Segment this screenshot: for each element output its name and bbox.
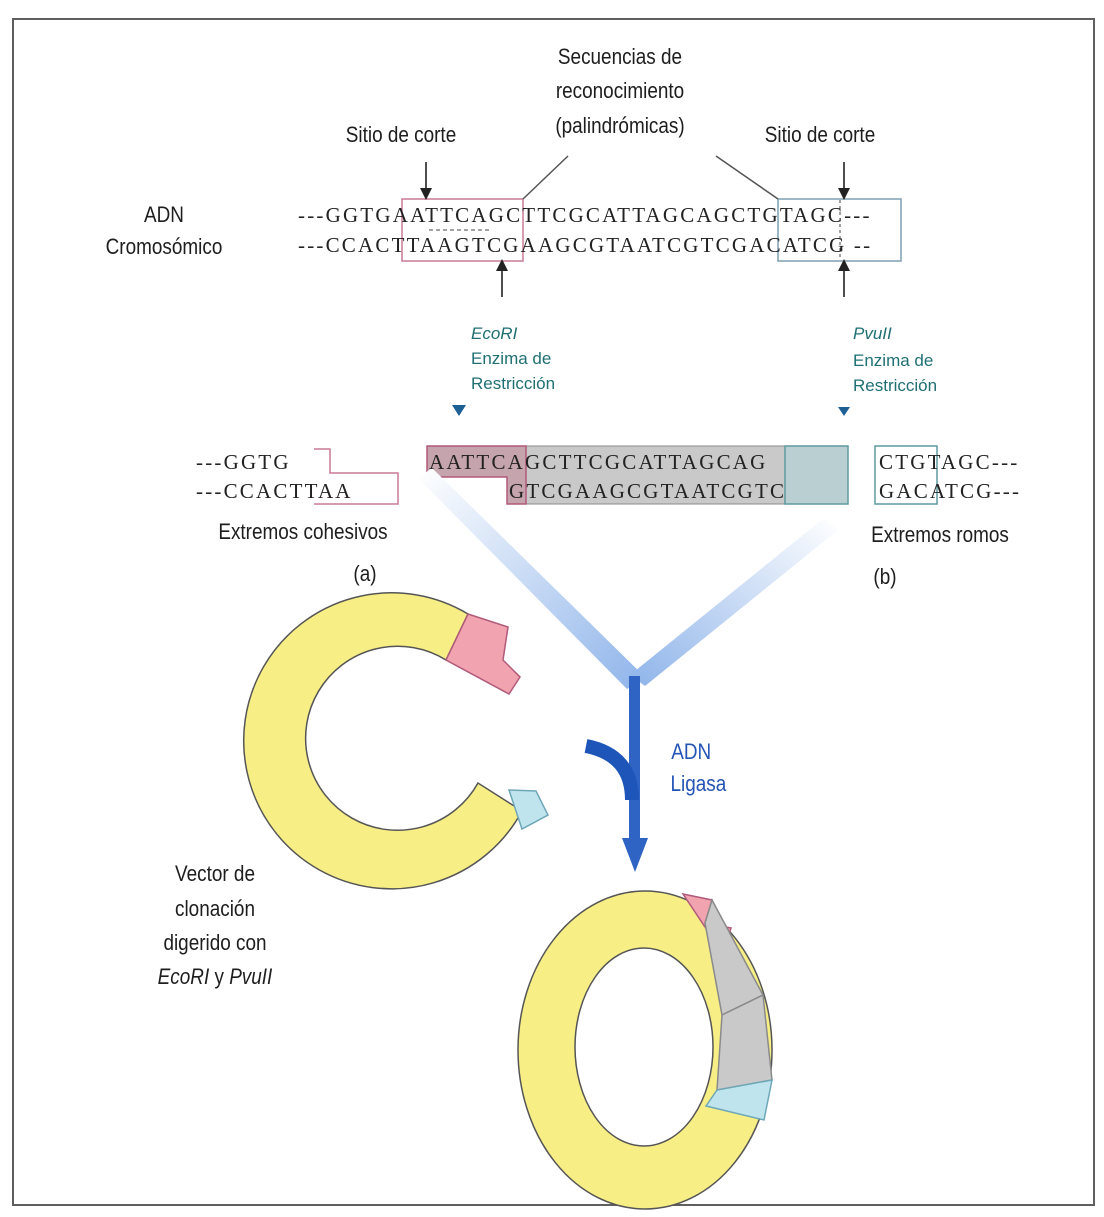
ecori-enzyme-line2: Enzima de [471,349,552,368]
vector-caption-4: EcoRI y PvuII [133,961,296,992]
cut-site-label-left: Sitio de corte [345,122,457,147]
chromosomal-dna-label-2: Cromosómico [105,234,223,259]
dna-bottom-strand: ---CCACTTAAGTCGAAGCGTAATCGTCGACATCG -- [298,233,873,257]
vector-caption-pvuii: PvuII [229,964,273,989]
ligase-hook [584,739,639,801]
vector-caption-3: digerido con [163,930,267,955]
pvuii-enzyme-line3: Restricción [853,376,938,395]
vector-caption-and: y [209,964,230,989]
recognition-label-line3: (palindrómicas) [555,113,685,138]
ecori-enzyme-name: EcoRI [471,322,517,346]
insert-path-left [418,468,647,689]
ligase-label-2: Ligasa [670,771,727,796]
cut-arrowhead-right-top [838,188,850,200]
middle-fragment-top: AATTCAGCTTCGCATTAGCAG [429,450,768,474]
insert-blunt-end [784,445,849,505]
right-fragment-bottom: GACATCG--- [879,479,1022,503]
recognition-label-line2: reconocimiento [555,78,685,103]
cut-site-label-right: Sitio de corte [764,122,876,147]
right-fragment-top: CTGTAGC--- [879,450,1020,474]
blunt-ends-tag: (b) [873,564,897,589]
left-fragment-top: ---GGTG [196,450,291,474]
ligase-arrowhead [622,838,648,872]
pvuii-marker [838,407,850,416]
recognition-label-line1: Secuencias de [557,44,683,69]
recombinant-vector [517,890,773,1210]
middle-fragment-bottom: GTCGAAGCGTAATCGTC [509,479,787,503]
ligase-stem [629,676,640,841]
ecori-marker [452,405,466,416]
right-fragment-box [874,445,938,505]
cut-arrowhead-left-bottom [496,259,508,271]
pvuii-enzyme-line2: Enzima de [853,351,934,370]
sticky-ends-tag: (a) [353,561,377,586]
pvuii-recognition-box [777,198,902,262]
callout-line-right [715,155,779,200]
left-fragment-box [314,448,399,505]
vector-caption-ecori: EcoRI [157,964,210,989]
ecori-recognition-box [401,198,524,262]
ecori-enzyme-line3: Restricción [471,374,556,393]
digested-vector [242,592,549,890]
pvuii-enzyme-name: PvuII [853,324,892,343]
cut-arrowhead-left-top [420,188,432,200]
sticky-ends-label: Extremos cohesivos [218,519,388,544]
chromosomal-dna-label-1: ADN [144,202,184,227]
callout-line-left [522,155,569,200]
left-fragment-bottom: ---CCACTTAA [196,479,353,503]
vector-caption-2: clonación [175,896,255,921]
insert-path-right [630,518,838,686]
blunt-ends-label: Extremos romos [871,522,1009,547]
ligase-label-1: ADN [671,739,712,764]
ecori-enzyme-name-text: EcoRI [471,324,518,343]
vector-caption-1: Vector de [175,861,255,886]
dna-top-strand: ---GGTGAATTCAGCTTCGCATTAGCAGCTGTAGC--- [298,203,872,227]
cut-arrowhead-right-bottom [838,259,850,271]
